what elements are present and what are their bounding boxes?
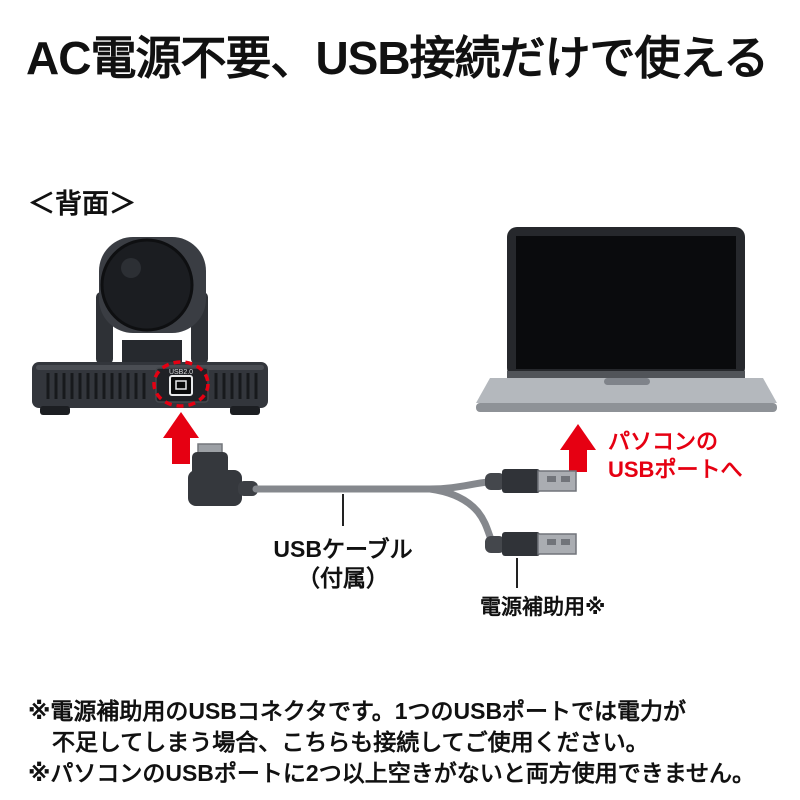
vent-grille bbox=[46, 373, 258, 399]
camera-illustration: USB2.0 bbox=[32, 237, 268, 415]
page-title: AC電源不要、USB接続だけで使える bbox=[26, 32, 769, 84]
pc-usb-port-label-line2: USBポートへ bbox=[608, 457, 743, 482]
footnote-line3: ※パソコンのUSBポートに2つ以上空きがないと両方使用できません。 bbox=[28, 760, 756, 786]
rear-view-label: ＜背面＞ bbox=[28, 189, 136, 219]
usb-cable-label: USBケーブル bbox=[273, 536, 413, 562]
laptop-illustration bbox=[476, 227, 777, 412]
camera-port-arrow-icon bbox=[163, 412, 199, 464]
laptop-port-arrow-icon bbox=[560, 424, 596, 472]
usb-port-label: USB2.0 bbox=[169, 369, 193, 376]
usb-port-highlight-circle bbox=[152, 360, 210, 408]
pc-usb-port-label-line1: パソコンの bbox=[608, 429, 719, 454]
usb-cable-included-label: （付属） bbox=[297, 565, 389, 591]
usb-b-connector-icon bbox=[188, 443, 258, 506]
usb-cable-illustration bbox=[188, 443, 577, 556]
usb-a-connector-aux-icon bbox=[485, 532, 577, 556]
footnote-line2: 不足してしまう場合、こちらも接続してご使用ください。 bbox=[52, 729, 649, 755]
power-assist-label: 電源補助用※ bbox=[480, 596, 606, 619]
usb-b-port-icon bbox=[169, 375, 193, 396]
usb-a-connector-main-icon bbox=[485, 469, 577, 493]
footnote-line1: ※電源補助用のUSBコネクタです。1つのUSBポートでは電力が bbox=[28, 698, 687, 724]
